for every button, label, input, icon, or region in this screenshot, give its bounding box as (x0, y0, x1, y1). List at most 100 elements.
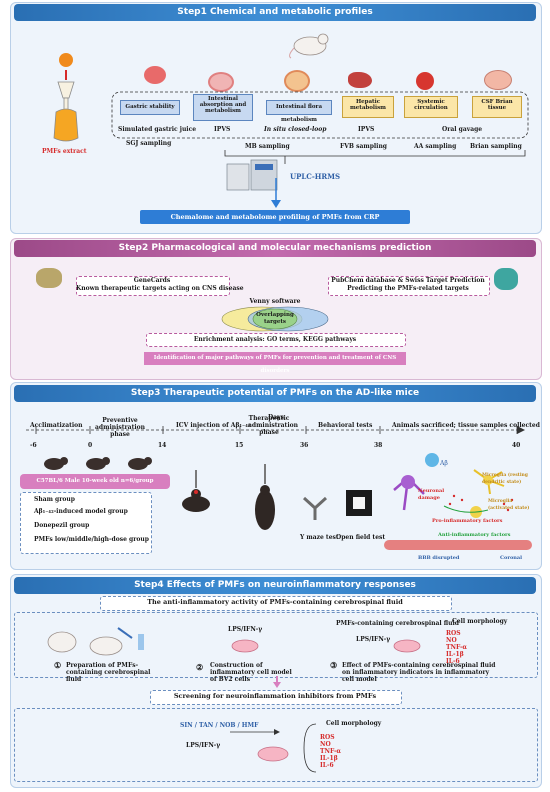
step1-result-bar: Chemalome and metabolome profiling of PM… (140, 210, 410, 224)
group-sham: Sham group (34, 496, 75, 503)
pubchem-box (328, 276, 490, 296)
aa-sampling-label: AA sampling (414, 143, 457, 150)
genecards-box (76, 276, 230, 296)
stage-systemic-circulation: Systemic circulation (404, 96, 458, 118)
fvb-sampling-label: FVB sampling (340, 143, 388, 150)
group-pmfs: PMFs low/middle/high-dose group (34, 536, 149, 543)
compounds-arrow (230, 729, 280, 735)
icv-injection-illustration (182, 470, 210, 512)
tick-15: 15 (235, 442, 244, 449)
step4-subtitle1-box (100, 596, 452, 611)
tick-36: 36 (300, 442, 309, 449)
down-arrow-icon (271, 178, 281, 208)
cell-morphology-label-2: Cell morphology (326, 720, 382, 727)
marker-il6-1: IL-6 (446, 658, 460, 665)
phase-acclimatization: Acclimatization (30, 422, 83, 429)
step4-step1-text: Preparation of PMFs-containing cerebrosp… (66, 662, 151, 683)
cell-morphology-label-1: Cell morphology (452, 618, 508, 625)
stage-connector-dashes (111, 91, 529, 139)
genecards-title: GeneCards (133, 277, 171, 284)
marker-il1b-1: IL-1β (446, 651, 464, 658)
petri-dish-1 (231, 639, 259, 653)
genecards-sub: Known therapeutic targets acting on CNS … (76, 285, 244, 292)
rat-illustration (289, 33, 329, 59)
marker-il1b-2: IL-1β (320, 755, 338, 762)
groups-box (20, 492, 152, 554)
anti-inflammatory-label: Anti-inflammatory factors (438, 532, 511, 538)
days-label: Days (268, 414, 284, 421)
in-situ-closed-loop-label: In situ closed-loop (264, 126, 327, 133)
herb-left-icon (36, 268, 62, 288)
sgj-sampling-label: SGJ sampling (126, 140, 172, 147)
gavage-mouse-illustration (255, 464, 275, 530)
ipvs-label-2: IPVS (358, 126, 375, 133)
microglia-act-label: Microglia (activated state) (488, 499, 530, 511)
small-intestine-icon (208, 72, 234, 92)
neuroinflammation-mechanism-illustration (384, 453, 532, 550)
csf-label: PMFs-containing cerebrospinal fluid (336, 620, 460, 627)
microglia-rest-label: Microglia (resting dendritic state) (482, 473, 528, 485)
tick-14: 14 (158, 442, 167, 449)
group-donepezil: Donepezil group (34, 522, 90, 529)
down-arrow-icon-2 (273, 676, 281, 688)
heart-vessel-icon (416, 72, 434, 90)
phase-therapeutic: Therapeutic administration phase (248, 415, 298, 436)
phase-sacrificed: Animals sacrificed; tissue samples colle… (392, 422, 540, 429)
mb-sampling-label: MB sampling (245, 143, 290, 150)
marker-no-2: NO (320, 741, 331, 748)
neuronal-damage-label: Neuronal damage (418, 488, 445, 501)
venn-center-label: Overlapping targets (256, 312, 294, 325)
timeline-axis (26, 426, 525, 434)
stage-hepatic-metabolism: Hepatic metabolism (342, 96, 394, 118)
phase-preventive: Preventive administration phase (95, 417, 145, 438)
simulated-gastric-juice-label: Simulated gastric juice (118, 126, 197, 133)
large-intestine-icon (284, 70, 310, 92)
marker-no-1: NO (446, 637, 457, 644)
brian-sampling-label: Brian sampling (470, 143, 522, 150)
venn-overlap (252, 308, 298, 330)
uplc-instrument-illustration (226, 159, 278, 191)
phase-behavioral: Behavioral tests (318, 422, 373, 429)
enrichment-box (146, 333, 406, 347)
uplc-hrms-label: UPLC-HRMS (290, 172, 341, 181)
stage-intestinal-absorption: Intestinal absorption and metabolism (193, 94, 253, 121)
pmfs-extract-label: PMFs extract (42, 148, 87, 155)
step4-banner: Step4 Effects of PMFs on neuroinflammato… (14, 577, 536, 594)
tick-minus6: -6 (30, 442, 37, 449)
stage-intestinal-flora: Intestinal flora metabolism (266, 100, 332, 123)
step2-banner: Step2 Pharmacological and molecular mech… (14, 240, 536, 257)
pmfs-extract-illustration (53, 53, 79, 142)
step4-subtitle1: The anti-inflammatory activity of PMFs-c… (147, 598, 403, 606)
pubchem-sub: Predicting the PMFs-related targets (347, 285, 469, 292)
step3-banner: Step3 Therapeutic potential of PMFs on t… (14, 385, 536, 402)
pro-inflammatory-label: Pro-inflammatory factors (432, 518, 503, 524)
step4-step3-text: Effect of PMFs-containing cerebrospinal … (342, 662, 496, 683)
oral-gavage-label: Oral gavage (442, 126, 483, 133)
enrichment-label: Enrichment analysis: GO terms, KEGG path… (193, 336, 357, 343)
venny-software-label: Venny software (249, 298, 301, 305)
fruit-icon (59, 53, 73, 67)
open-field-label: Open field test (336, 534, 386, 541)
compounds-label: SIN / TAN / NOB / HMF (180, 722, 259, 729)
tick-38: 38 (374, 442, 383, 449)
marker-ros-1: ROS (446, 630, 461, 637)
lps-label-2: LPS/IFN-γ (356, 636, 391, 643)
step4-subtitle2: Screening for neuroinflammation inhibito… (173, 692, 377, 700)
bbb-disrupted-label: BBB disrupted (418, 555, 460, 561)
step4-step2-text: Construction of inflammatory cell model … (210, 662, 292, 683)
step4-step1-number: ① (54, 660, 62, 670)
phase-icv-injection: ICV injection of Aβ₁₋₄₂ (176, 422, 251, 429)
lps-label-1: LPS/IFN-γ (228, 626, 263, 633)
step4-subtitle2-box (150, 690, 402, 705)
step4-lower-box (14, 708, 538, 782)
step1-banner: Step1 Chemical and metabolic profiles (14, 4, 536, 21)
venn-diagram (221, 306, 329, 332)
group-model: Aβ₁₋₄₂-induced model group (34, 508, 128, 515)
pubchem-title: PubChem database & Swiss Target Predicti… (331, 277, 485, 284)
stage-gastric-stability: Gastric stability (120, 100, 180, 115)
marker-tnf-2: TNF-α (320, 748, 342, 755)
brain-icon (484, 70, 512, 90)
sampling-bracket (224, 150, 526, 164)
marker-il6-2: IL-6 (320, 762, 334, 769)
herb-right-icon (494, 268, 518, 290)
